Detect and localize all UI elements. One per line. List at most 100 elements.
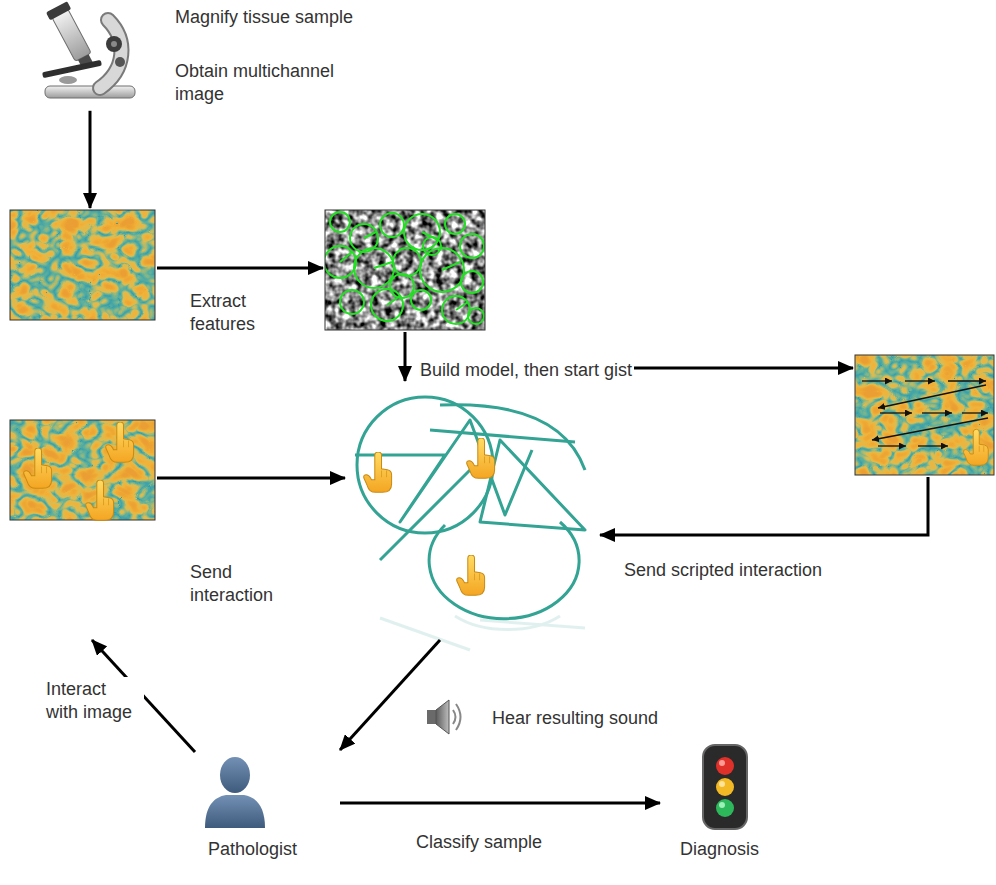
pointing-hand bbox=[467, 438, 495, 478]
grey-texture bbox=[325, 210, 485, 330]
feature-point bbox=[445, 214, 465, 234]
speaker-body bbox=[427, 710, 436, 724]
flow-arrow bbox=[600, 477, 928, 535]
speaker-icon bbox=[427, 700, 461, 734]
scan-arrow bbox=[862, 380, 892, 381]
model-reflection bbox=[380, 616, 585, 650]
scan-arrow bbox=[905, 380, 935, 381]
scan-arrow bbox=[948, 380, 986, 381]
microscope-eyepiece bbox=[46, 1, 71, 20]
feature-point bbox=[411, 290, 431, 310]
microscope-light bbox=[59, 76, 77, 84]
interaction-image bbox=[10, 418, 157, 640]
tissue-texture bbox=[10, 420, 155, 520]
pointing-hand bbox=[364, 452, 392, 492]
pointing-hand bbox=[457, 555, 485, 595]
scripted-image bbox=[855, 355, 994, 475]
traffic-light-icon bbox=[703, 745, 747, 829]
lamp-highlight bbox=[719, 760, 725, 766]
scan-arrow bbox=[918, 445, 948, 446]
node-text: Diagnosis bbox=[680, 838, 759, 861]
flow-arrow bbox=[157, 267, 323, 270]
feature-point bbox=[340, 290, 364, 314]
microscope-stage bbox=[42, 60, 102, 78]
node-text: Obtain multichannel image bbox=[175, 60, 360, 107]
sound-wave bbox=[456, 704, 461, 730]
feature-image bbox=[323, 208, 487, 332]
node-text: Magnify tissue sample bbox=[175, 6, 353, 29]
scripted-image bbox=[853, 353, 995, 477]
feature-point bbox=[393, 248, 421, 276]
image-frame bbox=[10, 210, 155, 320]
tissue-texture bbox=[855, 355, 994, 475]
red-lamp bbox=[716, 757, 734, 775]
scan-arrow bbox=[962, 412, 988, 413]
scan-arrow bbox=[872, 418, 988, 440]
microscope-knob bbox=[115, 57, 125, 67]
feature-point bbox=[460, 234, 484, 258]
scan-arrow bbox=[878, 385, 986, 408]
microscope-knob bbox=[111, 41, 117, 47]
microscope-knob bbox=[106, 36, 122, 52]
traffic-light-housing bbox=[703, 745, 747, 829]
edge-label: Send interaction bbox=[188, 560, 296, 609]
flow-arrow bbox=[340, 802, 660, 805]
diagnosis-node: Diagnosis bbox=[660, 742, 770, 865]
scan-arrow bbox=[922, 412, 952, 413]
connectors bbox=[90, 111, 928, 803]
edge-label: Build model, then start gist bbox=[418, 358, 634, 383]
scan-arrow bbox=[880, 412, 912, 413]
pointing-hand bbox=[963, 429, 988, 465]
feature-point bbox=[380, 213, 404, 237]
feature-point bbox=[461, 271, 483, 293]
feature-image bbox=[324, 210, 485, 330]
tissue-image bbox=[10, 210, 155, 320]
lamp-highlight bbox=[719, 781, 725, 787]
person-head bbox=[220, 757, 250, 793]
flow-arrow bbox=[157, 477, 345, 480]
edge-label: Hear resulting sound bbox=[490, 706, 660, 731]
model-line bbox=[430, 430, 575, 442]
edge-label: Send scripted interaction bbox=[622, 558, 824, 583]
feature-points bbox=[325, 212, 484, 324]
pointing-hand bbox=[24, 448, 52, 488]
microscope-step: Magnify tissue sampleObtain multichannel… bbox=[38, 2, 410, 111]
microscope-tube bbox=[46, 1, 99, 71]
model-triangle bbox=[480, 440, 585, 530]
sound-model-figure bbox=[355, 397, 585, 619]
microscope-arm bbox=[100, 20, 121, 88]
flow-arrow bbox=[89, 111, 92, 208]
sound-model bbox=[345, 381, 600, 640]
image-frame bbox=[10, 420, 155, 520]
feature-point bbox=[423, 237, 441, 255]
microscope-base bbox=[45, 86, 135, 98]
speaker-cone bbox=[436, 700, 449, 734]
image-frame bbox=[855, 355, 994, 475]
tissue-image bbox=[10, 208, 157, 322]
pointing-hand bbox=[106, 422, 134, 462]
feature-point bbox=[468, 308, 484, 324]
interaction-image bbox=[10, 420, 155, 520]
reflection-line bbox=[380, 618, 470, 650]
image-frame bbox=[325, 210, 485, 330]
microscope-tube bbox=[52, 9, 91, 62]
lamp-highlight bbox=[719, 802, 725, 808]
node-text: Pathologist bbox=[208, 838, 297, 861]
yellow-lamp bbox=[716, 778, 734, 796]
person-body bbox=[205, 795, 265, 828]
model-arc bbox=[429, 522, 579, 619]
model-line bbox=[380, 470, 470, 560]
feature-point bbox=[390, 274, 414, 298]
flow-arrow bbox=[340, 640, 440, 750]
edge-label: Extract features bbox=[188, 289, 284, 338]
tissue-texture bbox=[10, 210, 155, 320]
microscope-icon bbox=[42, 1, 135, 98]
scan-arrow bbox=[878, 445, 906, 446]
microscope-arm bbox=[100, 20, 121, 88]
sound-wave bbox=[453, 710, 456, 724]
edge-label: Interact with image bbox=[44, 677, 144, 726]
flow-arrow bbox=[404, 332, 407, 381]
